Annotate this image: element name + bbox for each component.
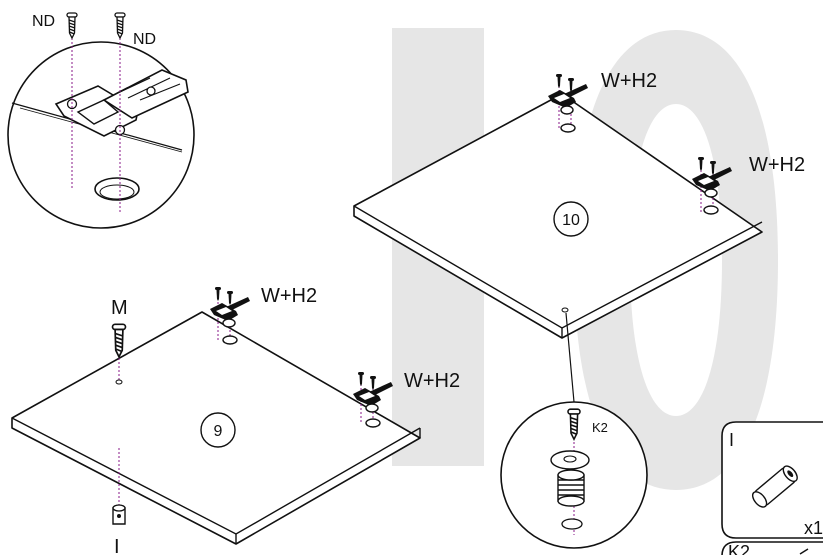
panel-10-hinge-label-1: W+H2 bbox=[601, 70, 657, 92]
panel-9-top-screw bbox=[111, 323, 127, 385]
screw-icon-nd-left bbox=[66, 12, 78, 39]
hinge-screw-label-left: ND bbox=[32, 13, 55, 30]
panel-9-top-screw-label: M bbox=[111, 297, 128, 319]
panel-9-hinge-2 bbox=[352, 372, 394, 428]
panel-10: 10 bbox=[353, 93, 763, 339]
panel-9-number: 9 bbox=[214, 423, 223, 440]
panel-10-hinge-1 bbox=[547, 74, 589, 133]
panel-10-hinge-label-2: W+H2 bbox=[749, 154, 805, 176]
hinge-icon bbox=[54, 69, 189, 137]
screw-icon-nd-right bbox=[114, 12, 126, 39]
hinge-detail-circle bbox=[7, 30, 195, 229]
panel-10-number: 10 bbox=[562, 212, 580, 229]
panel-9-hinge-label-1: W+H2 bbox=[261, 285, 317, 307]
panel-9-hinge-label-2: W+H2 bbox=[404, 370, 460, 392]
legend-card-1-quantity: x1 bbox=[804, 518, 823, 538]
hinge-screw-label-right: ND bbox=[133, 31, 156, 48]
leg-hole-icon bbox=[561, 307, 569, 313]
legend-card-2-label: K2 bbox=[728, 542, 750, 555]
leg-detail-label: K2 bbox=[592, 420, 608, 435]
panel-9: 9 bbox=[11, 311, 421, 545]
panel-9-hinge-1 bbox=[209, 287, 251, 345]
leveling-foot-icon bbox=[557, 469, 585, 507]
leg-detail-circle bbox=[500, 401, 648, 549]
parts-legend-card-2 bbox=[721, 541, 823, 555]
panel-10-number-badge bbox=[553, 201, 589, 237]
parts-legend-card-1 bbox=[721, 421, 823, 539]
panel-9-number-badge bbox=[200, 412, 236, 448]
panel-10-hinge-2 bbox=[691, 157, 733, 215]
legend-card-1-label: I bbox=[729, 430, 734, 450]
dowel-icon bbox=[751, 465, 798, 508]
panel-9-bottom-label: I bbox=[114, 536, 120, 555]
cup-hole-icon bbox=[94, 177, 140, 201]
panel-9-bottom-dowel bbox=[112, 448, 126, 525]
